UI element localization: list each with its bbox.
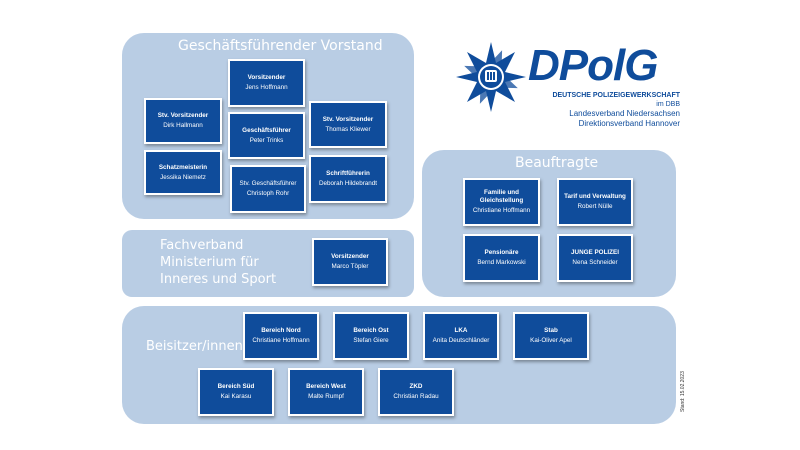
org-box-bereich-west: Bereich West Malte Rumpf: [288, 368, 364, 416]
box-role: Tarif und Verwaltung: [564, 193, 626, 201]
box-role: Bereich West: [306, 383, 346, 391]
logo-line-4: Direktionsverband Hannover: [578, 119, 680, 128]
org-box-tarif-verwaltung: Tarif und Verwaltung Robert Nülle: [557, 178, 633, 226]
box-role: Stv. Vorsitzender: [157, 112, 209, 120]
box-name: Kai-Oliver Apel: [530, 337, 572, 344]
beauftragte-panel: [422, 150, 676, 297]
box-name: Marco Töpler: [331, 263, 369, 270]
box-name: Kai Karasu: [220, 393, 252, 400]
box-role: Bereich Süd: [217, 383, 255, 391]
box-name: Stefan Giere: [353, 337, 389, 344]
logo-line-1: DEUTSCHE POLIZEIGEWERKSCHAFT: [552, 92, 680, 99]
box-role: Schriftführerin: [326, 170, 370, 178]
org-box-bereich-nord: Bereich Nord Christiane Hoffmann: [243, 312, 319, 360]
org-box-bereich-sued: Bereich Süd Kai Karasu: [198, 368, 274, 416]
box-name: Thomas Kliewer: [325, 125, 371, 133]
box-name: Jens Hoffmann: [245, 84, 288, 91]
box-name: Christoph Rohr: [246, 190, 290, 197]
box-role: Familie und Gleichstellung: [479, 189, 524, 205]
box-name: Dirk Hallmann: [163, 122, 203, 129]
box-role: Geschäftsführer: [242, 126, 291, 134]
box-role: Stv. Geschäftsführer: [239, 180, 297, 188]
box-name: Robert Nülle: [577, 203, 613, 210]
org-box-stv-vorsitzender-2: Stv. Vorsitzender Thomas Kliewer: [309, 101, 387, 148]
box-name: Christian Radau: [393, 393, 439, 400]
org-box-geschaeftsfuehrer: Geschäftsführer Peter Trinks: [228, 112, 305, 159]
box-name: Jessika Niemetz: [160, 173, 206, 181]
logo-line-2: im DBB: [656, 101, 680, 108]
box-role: Vorsitzender: [247, 74, 286, 82]
box-name: Peter Trinks: [249, 136, 284, 144]
box-role: Stab: [544, 327, 558, 335]
org-box-schriftfuehrerin: Schriftführerin Deborah Hildebrandt: [309, 155, 387, 203]
fachverband-title-line1: Fachverband: [160, 238, 244, 253]
org-box-stab: Stab Kai-Oliver Apel: [513, 312, 589, 360]
org-box-bereich-ost: Bereich Ost Stefan Giere: [333, 312, 409, 360]
org-box-fachverband-vorsitzender: Vorsitzender Marco Töpler: [312, 238, 388, 286]
org-box-pensionaere: Pensionäre Bernd Markowski: [463, 234, 540, 282]
org-box-vorsitzender: Vorsitzender Jens Hoffmann: [228, 59, 305, 107]
box-name: Deborah Hildebrandt: [318, 180, 378, 187]
org-box-stv-geschaeftsfuehrer: Stv. Geschäftsführer Christoph Rohr: [230, 165, 306, 213]
org-box-schatzmeisterin: Schatzmeisterin Jessika Niemetz: [144, 150, 222, 195]
police-star-icon: [456, 42, 526, 112]
fachverband-title-line2: Ministerium für: [160, 255, 259, 270]
box-role: ZKD: [409, 383, 423, 391]
box-name: Nena Schneider: [572, 259, 618, 266]
org-box-lka: LKA Anita Deutschländer: [423, 312, 499, 360]
box-name: Christiane Hoffmann: [472, 206, 531, 214]
org-box-familie-gleichstellung: Familie und Gleichstellung Christiane Ho…: [463, 178, 540, 226]
box-role: Bereich Nord: [261, 327, 301, 335]
box-role: Pensionäre: [484, 249, 519, 257]
box-role: LKA: [454, 327, 468, 335]
org-box-zkd: ZKD Christian Radau: [378, 368, 454, 416]
box-name: Christiane Hoffmann: [252, 337, 310, 344]
org-box-stv-vorsitzender-1: Stv. Vorsitzender Dirk Hallmann: [144, 98, 222, 144]
logo-wordmark: DPolG: [528, 41, 658, 90]
logo-line-3: Landesverband Niedersachsen: [569, 109, 680, 118]
fachverband-title-line3: Inneres und Sport: [160, 272, 277, 287]
stand-date: Stand: 15.02.2023: [680, 371, 686, 412]
beauftragte-title: Beauftragte: [515, 155, 599, 171]
box-role: Bereich Ost: [353, 327, 389, 335]
box-name: Anita Deutschländer: [432, 337, 490, 344]
box-role: Vorsitzender: [331, 253, 369, 261]
box-role: Stv. Vorsitzender: [322, 115, 374, 123]
dpolg-logo: DPolG DEUTSCHE POLIZEIGEWERKSCHAFT im DB…: [452, 38, 688, 130]
box-name: Bernd Markowski: [477, 259, 526, 266]
vorstand-title: Geschäftsführender Vorstand: [178, 38, 383, 54]
org-box-junge-polizei: JUNGE POLIZEI Nena Schneider: [557, 234, 633, 282]
box-role: JUNGE POLIZEI: [571, 249, 619, 257]
box-name: Malte Rumpf: [308, 393, 344, 400]
box-role: Schatzmeisterin: [158, 163, 208, 171]
beisitzer-title: Beisitzer/innen: [146, 339, 243, 354]
